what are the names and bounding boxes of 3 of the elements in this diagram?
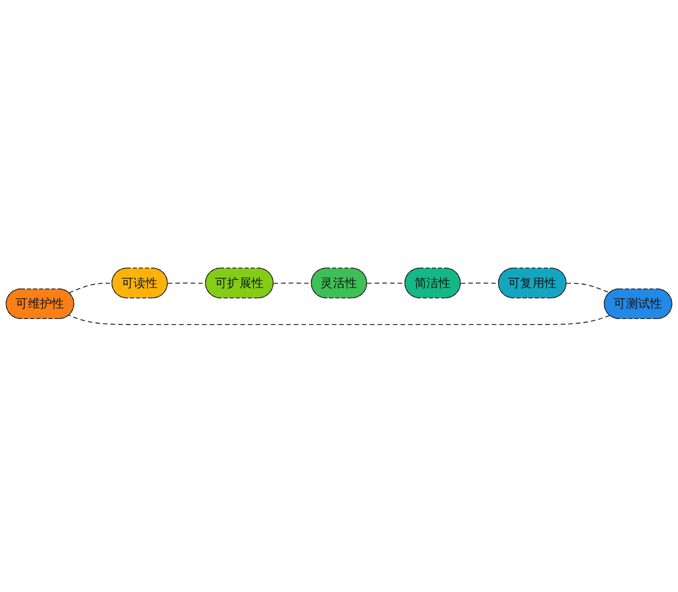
connector: [68, 282, 113, 294]
connector: [566, 282, 610, 294]
connector: [68, 314, 610, 325]
